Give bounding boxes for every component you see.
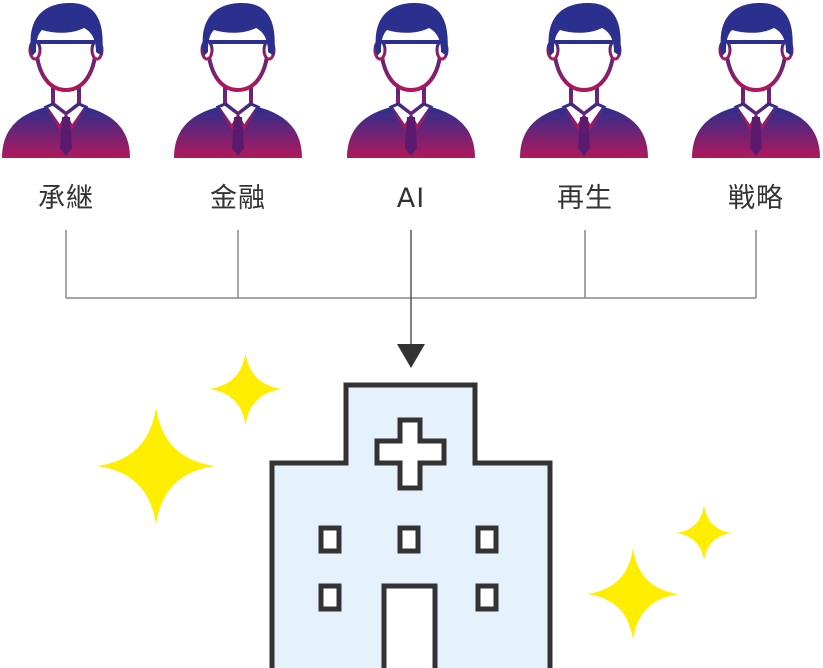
arrow-head-icon — [397, 344, 425, 368]
expert-label: 再生 — [557, 183, 613, 214]
hospital-icon — [269, 382, 553, 668]
expert-label: 金融 — [210, 183, 266, 214]
businessman-icon — [518, 0, 650, 160]
businessman-icon — [172, 0, 304, 160]
expert-label: 承継 — [38, 183, 94, 214]
businessman-icon — [0, 0, 132, 160]
expert-label: 戦略 — [728, 183, 784, 214]
expert-label: AI — [397, 183, 425, 214]
door-icon — [381, 583, 438, 668]
window-icons — [318, 525, 499, 612]
sparkle-icon — [676, 505, 732, 561]
businessman-icon — [690, 0, 822, 160]
sparkle-icon — [209, 352, 282, 426]
sparkle-icon — [587, 548, 679, 640]
cross-icon — [374, 417, 447, 491]
sparkle-icon — [97, 407, 215, 525]
businessman-icon — [345, 0, 477, 160]
